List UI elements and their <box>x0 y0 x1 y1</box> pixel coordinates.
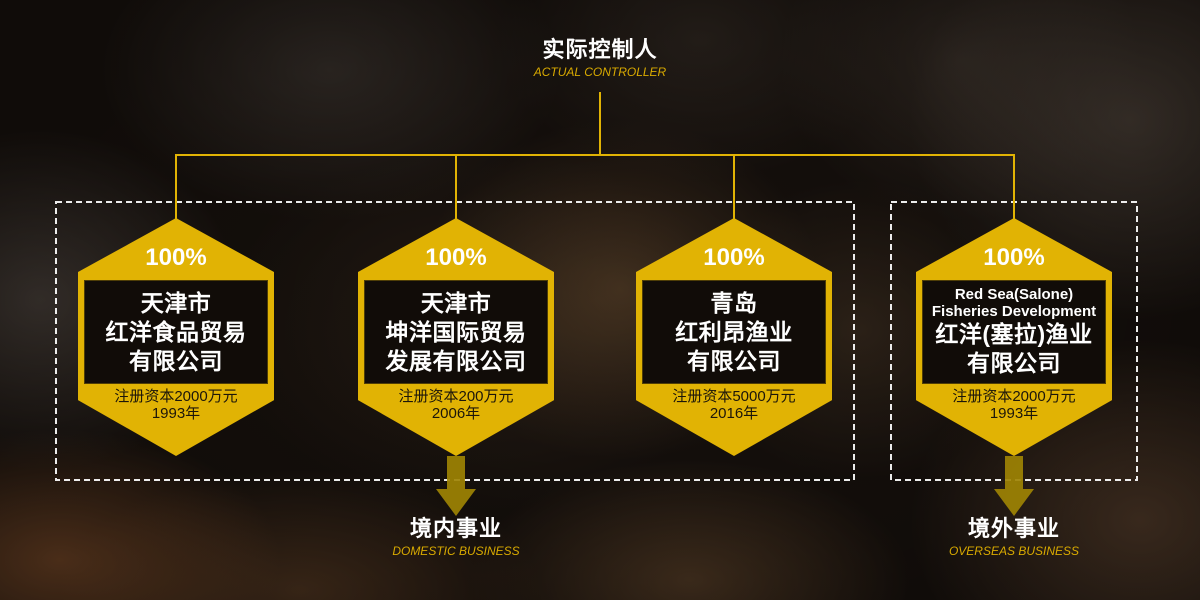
company-name-en-line: Red Sea(Salone) <box>954 286 1074 303</box>
founding-year: 1993年 <box>151 405 201 422</box>
company-name-line: 红洋(塞拉)渔业 <box>935 321 1093 347</box>
overseas-business-title: 境外事业 <box>967 516 1060 541</box>
ownership-stake: 100% <box>983 244 1045 271</box>
founding-year: 1993年 <box>989 405 1039 422</box>
registered-capital: 注册资本2000万元 <box>952 388 1076 405</box>
ownership-stake: 100% <box>703 244 765 271</box>
domestic-business-title: 境内事业 <box>409 516 502 541</box>
company-name-box: 天津市 坤洋国际贸易 发展有限公司 <box>364 280 548 384</box>
domestic-down-arrow-icon <box>436 456 476 516</box>
company-name-line: 坤洋国际贸易 <box>385 318 527 345</box>
company-name-line: 有限公司 <box>687 347 781 374</box>
ownership-stake: 100% <box>145 244 207 271</box>
company-node-2: 100% 天津市 坤洋国际贸易 发展有限公司 注册资本200万元 2006年 <box>358 218 554 456</box>
company-name-line: 天津市 <box>420 289 492 316</box>
company-name-line: 红利昂渔业 <box>675 318 793 345</box>
founding-year: 2006年 <box>431 405 481 422</box>
registered-capital: 注册资本2000万元 <box>114 388 238 405</box>
company-name-line: 有限公司 <box>129 347 223 374</box>
domestic-business-subtitle: DOMESTIC BUSINESS <box>392 544 520 558</box>
registered-capital: 注册资本200万元 <box>398 388 514 405</box>
controller-subtitle: ACTUAL CONTROLLER <box>533 65 667 79</box>
controller-title: 实际控制人 <box>542 37 658 62</box>
company-node-4: 100% Red Sea(Salone) Fisheries Developme… <box>916 218 1112 456</box>
company-name-line: 红洋食品贸易 <box>105 318 247 345</box>
company-name-box: Red Sea(Salone) Fisheries Development 红洋… <box>922 280 1106 384</box>
founding-year: 2016年 <box>709 405 759 422</box>
registered-capital: 注册资本5000万元 <box>672 388 796 405</box>
company-name-box: 青岛 红利昂渔业 有限公司 <box>642 280 826 384</box>
company-name-line: 天津市 <box>140 289 212 316</box>
company-node-1: 100% 天津市 红洋食品贸易 有限公司 注册资本2000万元 1993年 <box>78 218 274 456</box>
overseas-business-subtitle: OVERSEAS BUSINESS <box>948 544 1080 558</box>
company-name-box: 天津市 红洋食品贸易 有限公司 <box>84 280 268 384</box>
overseas-down-arrow-icon <box>994 456 1034 516</box>
company-name-line: 发展有限公司 <box>385 347 527 374</box>
company-name-line: 青岛 <box>710 289 758 316</box>
company-name-line: 有限公司 <box>967 350 1061 376</box>
company-name-en-line: Fisheries Development <box>931 303 1097 320</box>
domestic-business-label: 境内事业 DOMESTIC BUSINESS <box>356 515 556 559</box>
overseas-business-label: 境外事业 OVERSEAS BUSINESS <box>914 515 1114 559</box>
actual-controller-node: 实际控制人 ACTUAL CONTROLLER <box>450 36 750 80</box>
ownership-stake: 100% <box>425 244 487 271</box>
company-node-3: 100% 青岛 红利昂渔业 有限公司 注册资本5000万元 2016年 <box>636 218 832 456</box>
